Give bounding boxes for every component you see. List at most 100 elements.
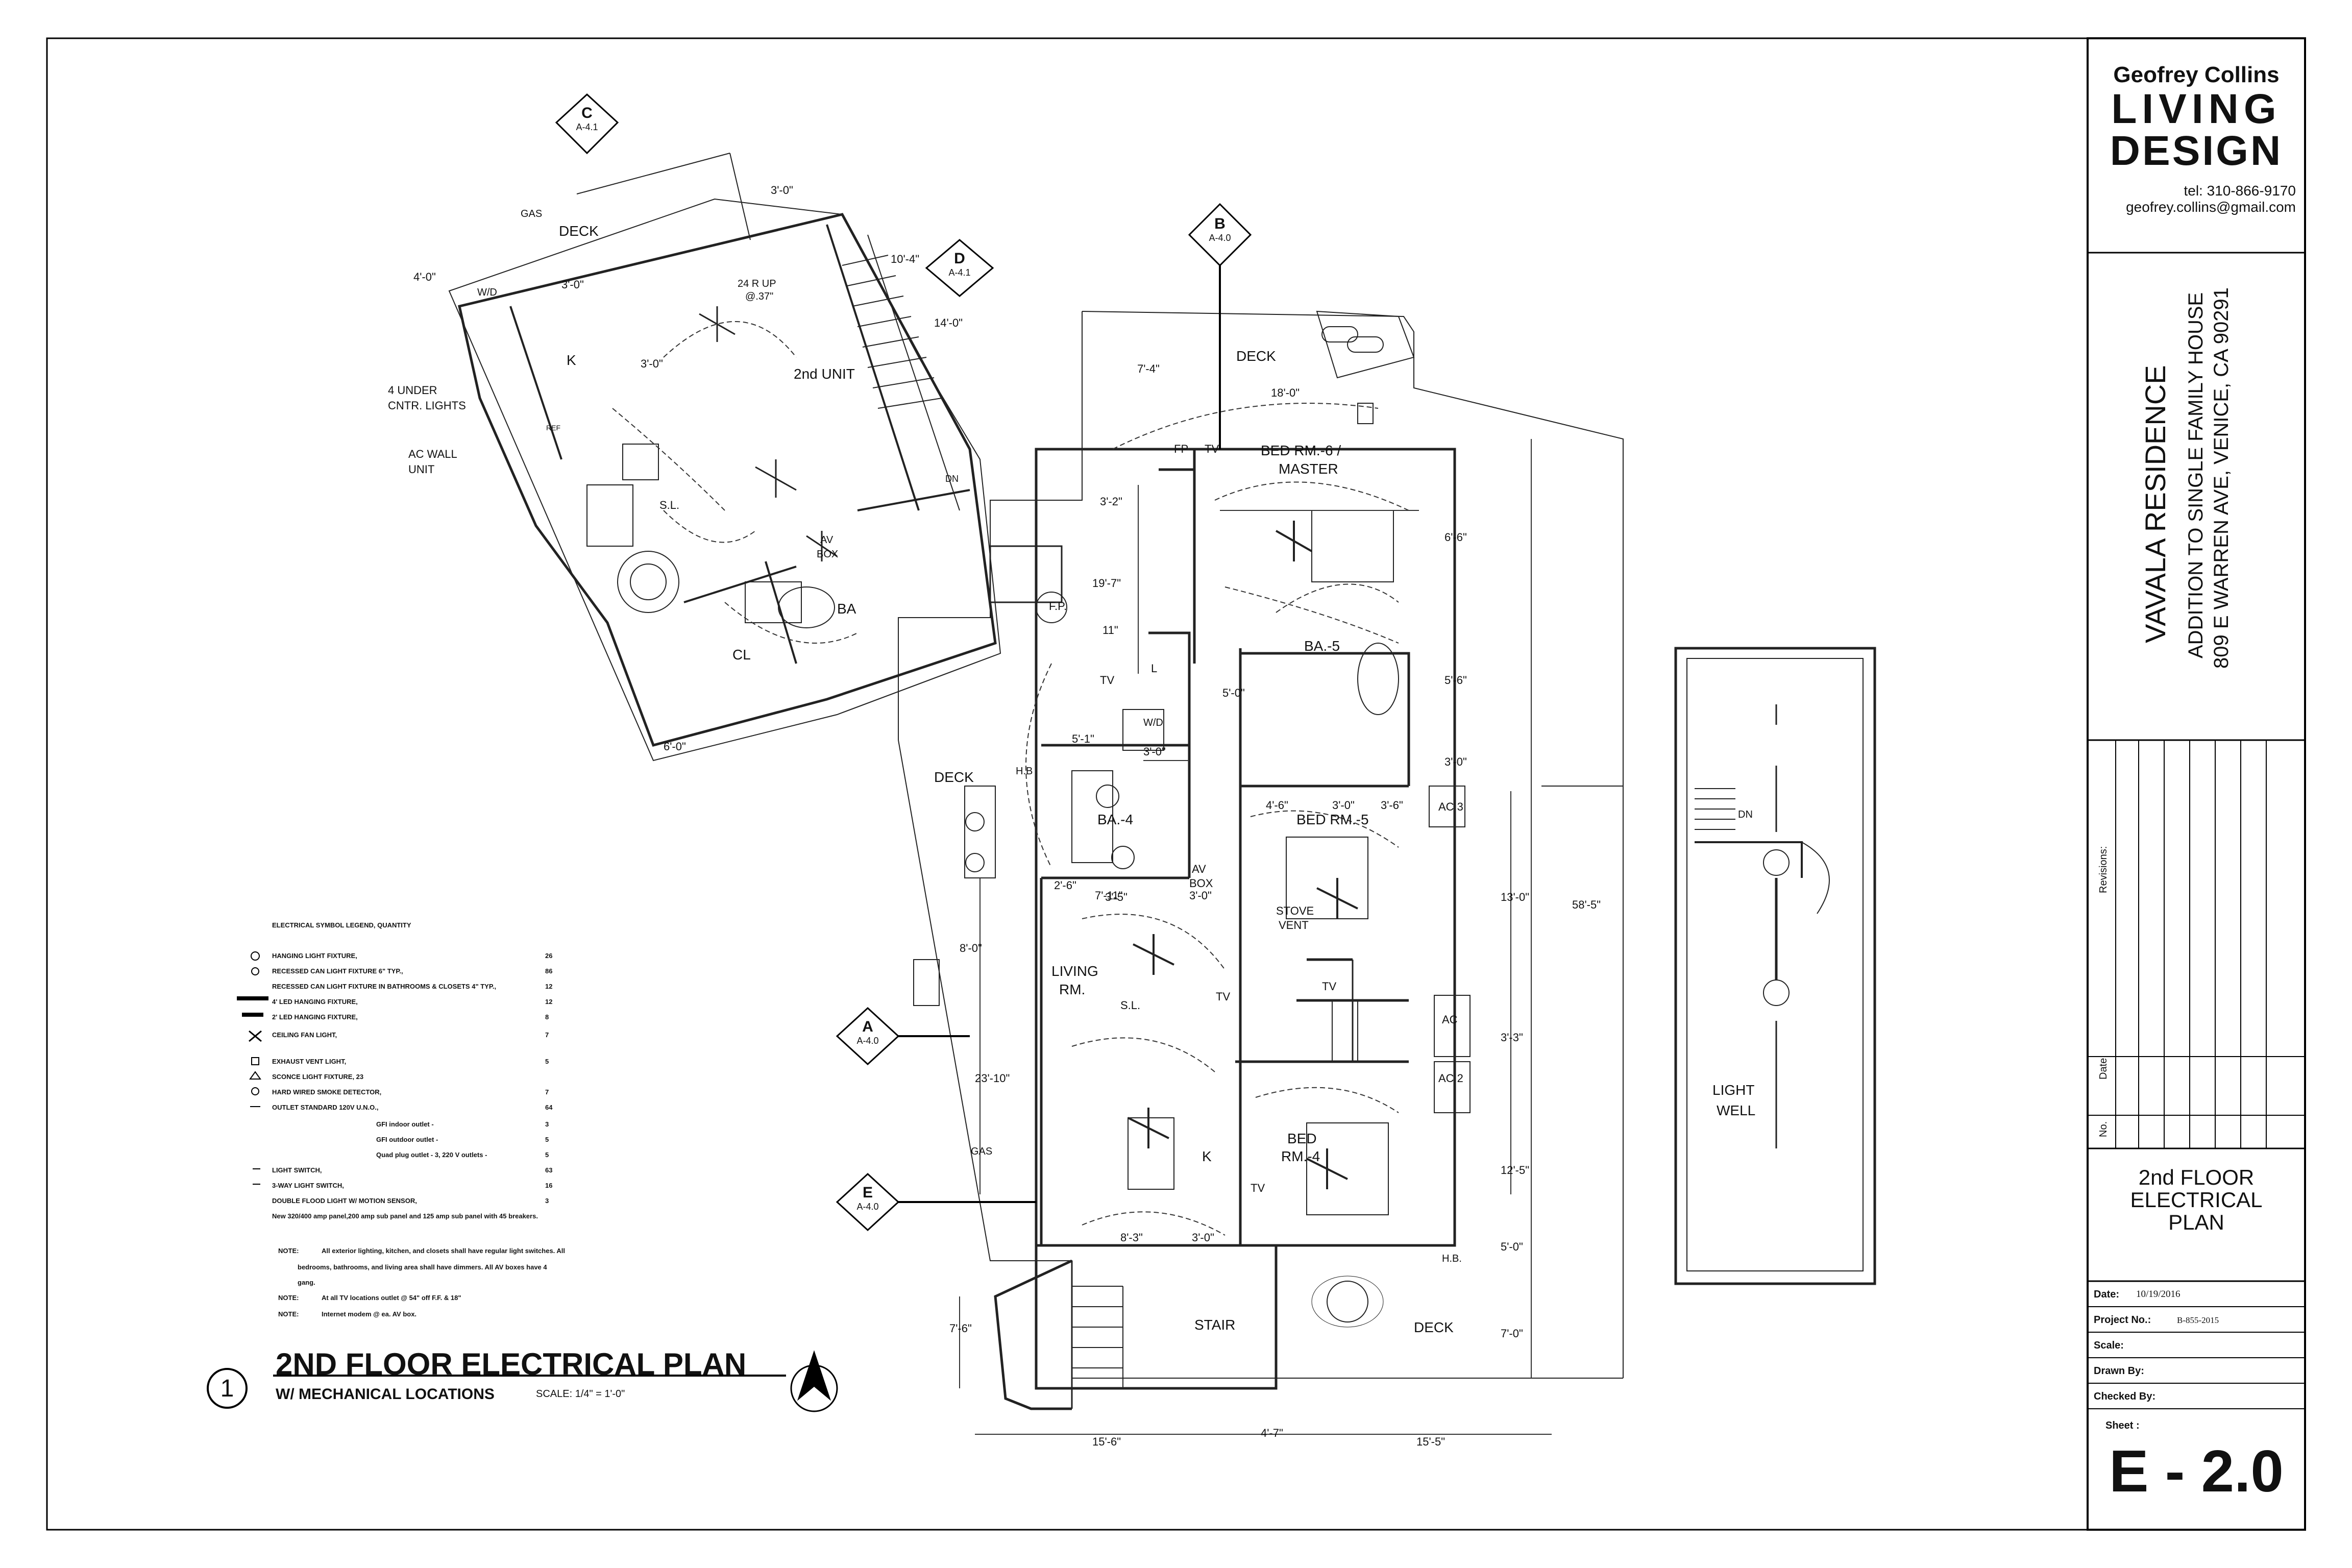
legend-item: 3-WAY LIGHT SWITCH,	[272, 1182, 344, 1189]
dimension-label: 2'-6"	[1054, 879, 1076, 892]
drawing-scale: SCALE: 1/4" = 1'-0"	[536, 1388, 625, 1400]
room-label: WELL	[1717, 1102, 1756, 1118]
legend-qty: 63	[545, 1166, 553, 1174]
legend-item: LIGHT SWITCH,	[272, 1166, 322, 1174]
dimension-label: 23'-10"	[975, 1072, 1010, 1085]
room-label: S.L.	[659, 499, 680, 511]
dimension-label: 7'-4"	[1137, 362, 1160, 375]
ceiling-fan-icon	[699, 306, 838, 561]
date-value: 10/19/2016	[2136, 1289, 2180, 1300]
dimension-label: 3'-0"	[1143, 745, 1166, 758]
sheet-label: Sheet :	[2105, 1420, 2140, 1431]
note2-label: NOTE:	[278, 1294, 299, 1302]
legend-item: DOUBLE FLOOD LIGHT W/ MOTION SENSOR,	[272, 1197, 417, 1205]
room-label: LIVING	[1051, 963, 1098, 979]
legend-item: RECESSED CAN LIGHT FIXTURE IN BATHROOMS …	[272, 983, 497, 990]
room-label: BA	[837, 601, 856, 617]
note3-label: NOTE:	[278, 1310, 299, 1318]
room-label: BED RM.-6 /	[1261, 443, 1341, 458]
legend-item: EXHAUST VENT LIGHT,	[272, 1058, 347, 1065]
legend-item: 2' LED HANGING FIXTURE,	[272, 1013, 358, 1021]
dimension-label: 5'-0"	[1222, 687, 1245, 699]
section-marker-letter: C	[581, 105, 593, 121]
drawing-number-circle	[207, 1368, 248, 1409]
room-label: STAIR	[1194, 1317, 1236, 1333]
section-marker-b: B A-4.0	[1194, 215, 1245, 243]
room-label: W/D	[1143, 717, 1163, 728]
section-marker-shapes	[555, 93, 1252, 1232]
room-label: CNTR. LIGHTS	[388, 399, 466, 412]
section-marker-letter: E	[862, 1184, 873, 1201]
legend-item: GFI outdoor outlet -	[376, 1136, 438, 1143]
firm-logo: Geofrey Collins LIVING DESIGN	[2088, 64, 2305, 172]
legend-item: OUTLET STANDARD 120V U.N.O.,	[272, 1104, 379, 1111]
section-marker-ref: A-4.0	[856, 1202, 879, 1212]
room-label: BOX	[817, 549, 839, 560]
room-label: 4 UNDER	[388, 384, 437, 397]
scale-label: Scale:	[2094, 1340, 2124, 1351]
section-marker-ref: A-4.0	[1209, 233, 1231, 243]
room-label: VENT	[1279, 919, 1309, 932]
legend-qty: 5	[545, 1136, 549, 1143]
project-address: 809 E WARREN AVE, VENICE, CA 90291	[2210, 287, 2233, 669]
dimension-label: 4'-7"	[1261, 1427, 1283, 1439]
legend-item: SCONCE LIGHT FIXTURE, 23	[272, 1073, 364, 1081]
dimension-label: 3'-3"	[1501, 1031, 1523, 1044]
room-label: BOX	[1189, 877, 1213, 890]
legend-item: 4' LED HANGING FIXTURE,	[272, 998, 358, 1006]
room-label: 24 R UP	[738, 278, 776, 289]
light-well-plan	[1674, 647, 1876, 1285]
legend-qty: 86	[545, 967, 553, 975]
legend-panel-note: New 320/400 amp panel,200 amp sub panel …	[272, 1212, 538, 1220]
sheet-number: E - 2.0	[2109, 1438, 2284, 1504]
sheet-title: 2nd FLOOR ELECTRICAL PLAN	[2088, 1166, 2305, 1234]
room-label: STOVE	[1276, 904, 1314, 917]
note1-line2: bedrooms, bathrooms, and living area sha…	[298, 1263, 547, 1271]
dimension-label: 3'-0"	[1192, 1231, 1214, 1244]
room-label: BED	[1287, 1131, 1317, 1146]
firm-line2: DESIGN	[2110, 128, 2283, 174]
firm-tel: tel: 310-866-9170	[2184, 183, 2296, 199]
section-marker-ref: A-4.1	[576, 122, 598, 132]
sheet-title-line1: 2nd FLOOR	[2138, 1165, 2255, 1189]
room-label: AV	[820, 534, 834, 546]
legend-qty: 7	[545, 1088, 549, 1096]
room-label: AC 3	[1438, 800, 1463, 813]
section-marker-a: A A-4.0	[842, 1018, 893, 1046]
drawn-by-label: Drawn By:	[2094, 1365, 2144, 1377]
dimension-label: 19'-7"	[1092, 577, 1121, 590]
legend-qty: 12	[545, 983, 553, 990]
sheet-title-line2: ELECTRICAL	[2130, 1188, 2263, 1212]
room-label: REF	[546, 424, 560, 432]
dimension-label: 8'-0"	[960, 942, 982, 954]
firm-name: Geofrey Collins	[2113, 62, 2280, 87]
main-house-plan	[898, 310, 1624, 1410]
room-label: UNIT	[408, 463, 435, 476]
room-label: GAS	[521, 208, 543, 219]
section-marker-c: C A-4.1	[561, 105, 612, 133]
drawing-subtitle: W/ MECHANICAL LOCATIONS	[276, 1386, 495, 1403]
dimension-label: 11"	[1102, 624, 1118, 636]
legend-qty: 26	[545, 952, 553, 960]
dimension-label: 4'-0"	[413, 271, 436, 283]
legend-item: HARD WIRED SMOKE DETECTOR,	[272, 1088, 382, 1096]
dimension-label: 5'-0"	[1501, 1240, 1523, 1253]
section-marker-letter: D	[954, 250, 965, 267]
legend-qty: 7	[545, 1031, 549, 1039]
legend-qty: 3	[545, 1197, 549, 1205]
project-scope: ADDITION TO SINGLE FAMILY HOUSE	[2185, 292, 2207, 658]
legend-qty: 5	[545, 1058, 549, 1065]
dimension-label: 7'-11"	[1095, 889, 1123, 902]
room-label: MASTER	[1279, 461, 1338, 477]
legend-item: RECESSED CAN LIGHT FIXTURE 6" TYP.,	[272, 967, 403, 975]
dimension-label: 15'-5"	[1416, 1435, 1446, 1448]
legend-qty: 64	[545, 1104, 553, 1111]
room-label: CL	[732, 647, 751, 663]
room-label: RM.	[1059, 982, 1086, 997]
dimension-lines	[959, 439, 1552, 1435]
dimension-label: 3'-2"	[1100, 495, 1122, 508]
room-label: S.L.	[1120, 999, 1141, 1012]
title-block-frame	[2087, 37, 2306, 1531]
room-label: BA.-5	[1304, 638, 1340, 654]
